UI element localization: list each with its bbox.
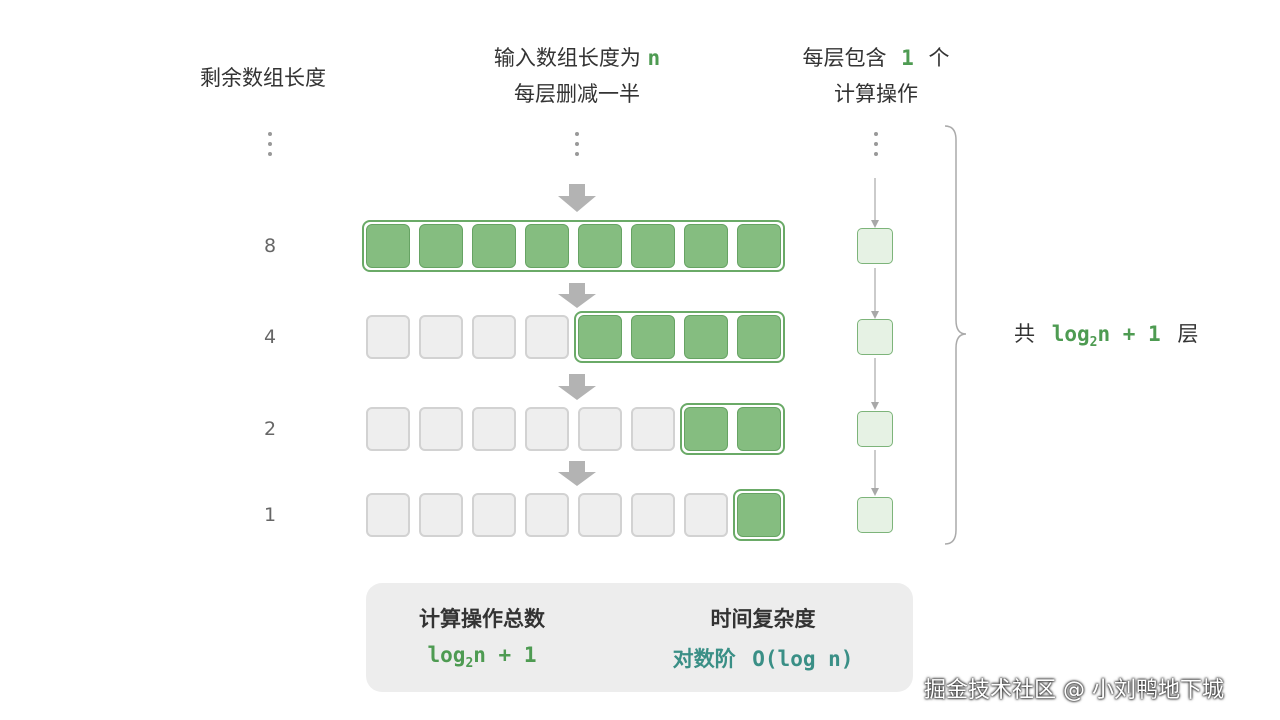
ops-header: 计算操作	[834, 82, 918, 106]
ops-log: log	[427, 643, 466, 667]
active-subarray-highlight	[680, 403, 785, 455]
brace-icon	[944, 125, 967, 545]
operation-box	[857, 411, 893, 447]
watermark: 掘金技术社区 @ 小刘鸭地下城	[924, 678, 1224, 703]
ops-log-base: 2	[465, 656, 474, 672]
array-cell-active	[472, 224, 516, 268]
ops-total-title: 计算操作总数	[419, 607, 545, 631]
array-cell-removed	[578, 493, 622, 537]
ops-rest: n + 1	[473, 643, 537, 667]
down-arrow-icon	[558, 461, 596, 486]
array-cell-removed	[366, 407, 410, 451]
array-cell-active	[737, 493, 781, 537]
total-log-base: 2	[1089, 335, 1098, 351]
halving-arrows	[558, 184, 596, 486]
row-length-label: 2	[263, 418, 277, 440]
operation-box	[857, 228, 893, 264]
ops-total-formula: log2n + 1	[428, 643, 537, 671]
summary-box: 计算操作总数 log2n + 1 时间复杂度 对数阶 O(log n)	[366, 583, 913, 692]
remaining-length-header: 剩余数组长度	[200, 66, 326, 90]
per-layer-prefix: 每层包含	[802, 46, 887, 70]
array-cell-removed	[472, 493, 516, 537]
operation-box	[857, 319, 893, 355]
total-formula: log2n + 1	[1051, 322, 1161, 350]
total-layers-label: 共 log2n + 1 层	[1014, 316, 1198, 361]
array-cell-removed	[578, 407, 622, 451]
row-length-label: 8	[263, 235, 277, 257]
array-cell-removed	[366, 493, 410, 537]
time-complexity-big-o: O(log n)	[752, 647, 854, 671]
array-cell-removed	[631, 407, 675, 451]
total-suffix: 层	[1177, 322, 1199, 346]
input-length-var: n	[647, 46, 661, 70]
array-cell-active	[684, 315, 728, 359]
array-cell-active	[684, 407, 728, 451]
active-subarray-highlight	[733, 489, 785, 541]
array-cell-active	[737, 315, 781, 359]
input-length-prefix: 输入数组长度为	[493, 46, 641, 70]
total-rest: n + 1	[1097, 322, 1161, 346]
down-arrow-icon	[558, 374, 596, 400]
input-length-header: 输入数组长度为 n	[494, 40, 660, 76]
array-cell-removed	[419, 315, 463, 359]
array-cell-removed	[419, 407, 463, 451]
per-layer-count: 1	[901, 46, 914, 70]
array-cell-active	[737, 224, 781, 268]
row-length-label: 4	[263, 326, 277, 348]
array-cell-active	[525, 224, 569, 268]
row-length-label: 1	[263, 504, 277, 526]
array-cell-active	[366, 224, 410, 268]
down-arrow-icon	[558, 184, 596, 212]
array-cell-active	[631, 315, 675, 359]
array-cell-active	[631, 224, 675, 268]
active-subarray-highlight	[362, 220, 785, 272]
ellipsis-middle	[575, 132, 579, 162]
array-cell-removed	[525, 407, 569, 451]
array-cell-removed	[525, 493, 569, 537]
array-cell-active	[737, 407, 781, 451]
operation-box	[857, 497, 893, 533]
array-cell-active	[419, 224, 463, 268]
array-cell-removed	[525, 315, 569, 359]
time-complexity-title: 时间复杂度	[710, 607, 816, 631]
array-cell-removed	[419, 493, 463, 537]
array-cell-removed	[684, 493, 728, 537]
array-cell-active	[578, 224, 622, 268]
per-layer-header: 每层包含 1 个	[802, 40, 949, 76]
op-connectors	[871, 178, 879, 496]
array-cell-removed	[366, 315, 410, 359]
total-log: log	[1051, 322, 1090, 346]
time-complexity-cn: 对数阶	[672, 647, 736, 671]
array-cell-removed	[631, 493, 675, 537]
down-arrow-icon	[558, 283, 596, 308]
array-cell-active	[578, 315, 622, 359]
array-cell-removed	[472, 407, 516, 451]
total-prefix: 共	[1014, 322, 1035, 346]
per-layer-suffix: 个	[928, 46, 950, 70]
active-subarray-highlight	[574, 311, 785, 363]
time-complexity-value: 对数阶 O(log n)	[673, 643, 854, 673]
array-cell-removed	[472, 315, 516, 359]
ellipsis-left	[268, 132, 272, 162]
halve-header: 每层删减一半	[514, 82, 640, 106]
array-cell-active	[684, 224, 728, 268]
ellipsis-right	[874, 132, 878, 162]
